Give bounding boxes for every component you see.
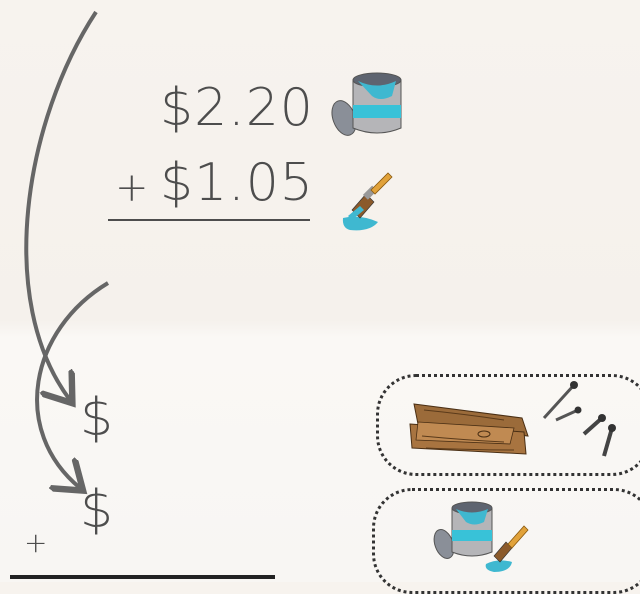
answer-dollar-top: $ bbox=[80, 388, 114, 448]
arrow-to-bottom-dollar bbox=[37, 283, 108, 488]
wood-planks-icon bbox=[404, 392, 534, 462]
amount-1: $2.20 bbox=[160, 78, 314, 138]
answer-plus-sign: + bbox=[24, 526, 48, 559]
plus-sign: + bbox=[115, 165, 150, 211]
answer-dollar-bottom: $ bbox=[80, 480, 114, 540]
paint-can-icon bbox=[328, 70, 418, 140]
paint-brush-icon bbox=[340, 170, 400, 232]
sum-line bbox=[108, 219, 310, 221]
answer-sum-line bbox=[10, 575, 275, 579]
amount-2: $1.05 bbox=[160, 153, 314, 213]
paint-can-and-brush-icon bbox=[432, 498, 532, 574]
nails-icon bbox=[538, 380, 618, 460]
arrow-to-top-dollar bbox=[26, 12, 96, 400]
